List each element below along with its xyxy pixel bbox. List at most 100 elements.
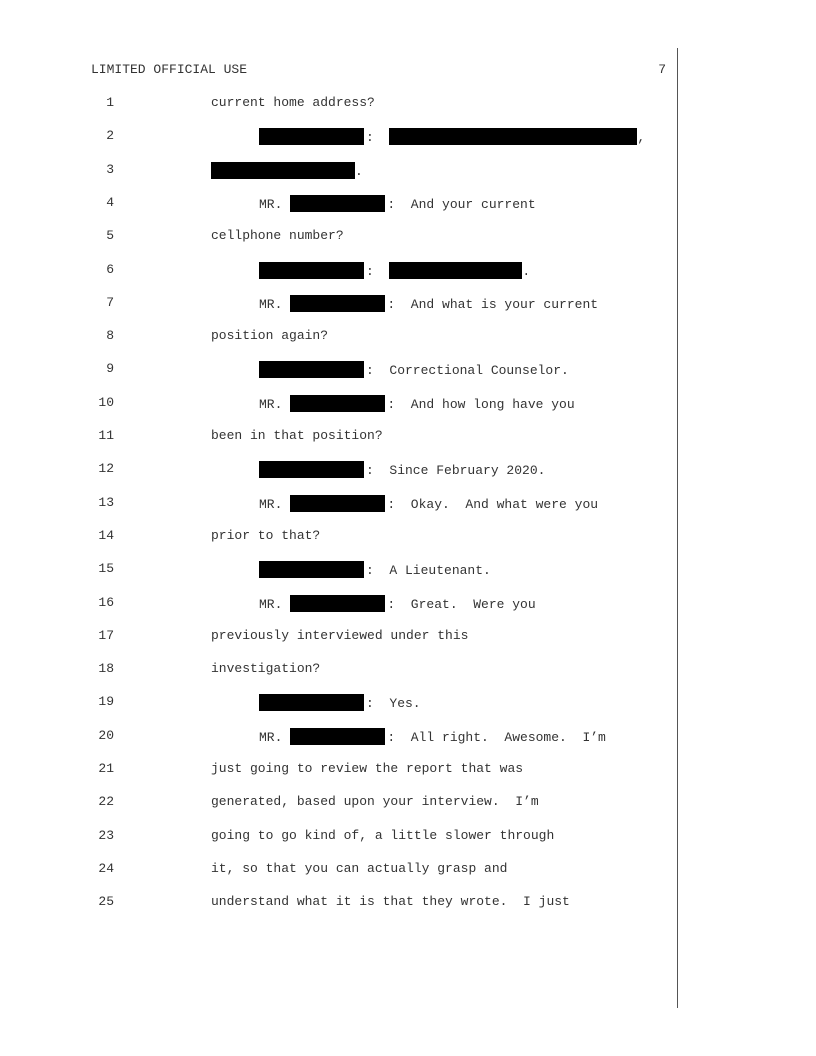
line-text: : A Lieutenant. <box>366 563 491 579</box>
line-text: MR. <box>259 729 283 745</box>
redaction-box <box>259 461 364 479</box>
line-number: 4 <box>106 194 114 210</box>
redaction-box <box>290 194 386 212</box>
redaction-box <box>259 561 364 579</box>
line-number: 22 <box>98 794 114 810</box>
transcript-line: : Since February 2020. <box>259 461 546 479</box>
line-text: prior to that? <box>211 527 321 543</box>
transcript-line: going to go kind of, a little slower thr… <box>211 828 554 843</box>
line-text: understand what it is that they wrote. I… <box>211 894 570 910</box>
line-text: : All right. Awesome. I’m <box>387 729 606 745</box>
line-text: current home address? <box>211 95 375 110</box>
line-text: MR. <box>259 596 283 612</box>
transcript-line: understand what it is that they wrote. I… <box>211 894 570 909</box>
line-text: : And how long have you <box>387 396 575 412</box>
redaction-box <box>211 161 355 179</box>
line-number: 21 <box>98 761 114 776</box>
line-text: : And your current <box>387 196 536 212</box>
transcript-line: just going to review the report that was <box>211 761 523 776</box>
line-text: previously interviewed under this <box>211 627 469 643</box>
transcript-line: MR. : And what is your current <box>259 294 599 312</box>
line-number: 12 <box>98 461 114 477</box>
transcript-line: MR. : Great. Were you <box>259 594 536 612</box>
line-text: MR. <box>259 296 283 312</box>
transcript-line: generated, based upon your interview. I’… <box>211 794 539 809</box>
transcript-line: previously interviewed under this <box>211 628 468 643</box>
line-text: MR. <box>259 396 283 412</box>
transcript-line: it, so that you can actually grasp and <box>211 861 507 876</box>
transcript-line: : Correctional Counselor. <box>259 361 569 379</box>
line-text: just going to review the report that was <box>211 761 524 776</box>
line-number: 17 <box>98 627 114 643</box>
line-number: 7 <box>106 294 114 310</box>
line-text: it, so that you can actually grasp and <box>211 860 508 876</box>
redaction-box <box>259 128 364 146</box>
line-text: cellphone number? <box>211 228 344 244</box>
transcript-line: MR. : All right. Awesome. I’m <box>259 727 606 745</box>
line-text: been in that position? <box>211 428 383 443</box>
redaction-box <box>259 694 364 712</box>
line-number: 9 <box>106 361 114 377</box>
line-number: 16 <box>98 594 114 610</box>
page-number: 7 <box>658 62 666 77</box>
transcript-line: prior to that? <box>211 528 320 543</box>
line-text: : Okay. And what were you <box>387 496 599 512</box>
transcript-line: : A Lieutenant. <box>259 561 491 579</box>
redaction-box <box>389 261 523 279</box>
line-text: : Great. Were you <box>387 596 536 612</box>
transcript-line: MR. : And how long have you <box>259 394 575 412</box>
line-number: 10 <box>98 394 114 410</box>
line-text: : Yes. <box>366 696 421 712</box>
transcript-line: current home address? <box>211 95 375 110</box>
line-number: 20 <box>98 727 114 743</box>
line-number: 15 <box>98 561 114 577</box>
redaction-box <box>389 128 638 146</box>
redaction-box <box>290 394 386 412</box>
line-text: : <box>366 263 390 279</box>
line-text: . <box>355 163 363 179</box>
document-header: LIMITED OFFICIAL USE <box>91 62 248 77</box>
line-number: 18 <box>98 661 114 677</box>
line-number: 25 <box>98 894 114 910</box>
transcript-line: MR. : Okay. And what were you <box>259 494 599 512</box>
transcript-line: : Yes. <box>259 694 421 712</box>
line-number: 8 <box>106 328 114 344</box>
line-number: 24 <box>98 860 114 876</box>
line-text: : And what is your current <box>387 296 599 312</box>
line-text: position again? <box>211 328 329 344</box>
line-number: 2 <box>106 128 114 144</box>
line-text: MR. <box>259 196 283 212</box>
line-text: investigation? <box>211 661 321 677</box>
redaction-box <box>290 594 386 612</box>
line-text: MR. <box>259 496 283 512</box>
line-number: 11 <box>98 428 114 443</box>
transcript-line: cellphone number? <box>211 228 344 243</box>
line-number: 1 <box>106 95 114 110</box>
redaction-box <box>290 727 386 745</box>
line-text: going to go kind of, a little slower thr… <box>211 827 555 843</box>
transcript-line: MR. : And your current <box>259 194 536 212</box>
line-text: . <box>522 263 531 279</box>
line-text: : Correctional Counselor. <box>366 363 569 379</box>
redaction-box <box>259 361 364 379</box>
redaction-box <box>290 294 386 312</box>
transcript-line: : , <box>259 128 646 146</box>
line-number: 6 <box>106 261 114 277</box>
transcript-line: investigation? <box>211 661 320 676</box>
line-number: 13 <box>98 494 114 510</box>
line-number: 14 <box>98 527 114 543</box>
margin-rule <box>677 48 678 1008</box>
transcript-line: been in that position? <box>211 428 383 443</box>
line-number: 5 <box>106 228 114 244</box>
line-text: generated, based upon your interview. I’… <box>211 794 539 810</box>
line-number: 3 <box>106 161 114 177</box>
redaction-box <box>290 494 386 512</box>
line-number: 23 <box>98 827 114 843</box>
line-text: , <box>637 130 646 146</box>
line-text: : <box>366 130 390 146</box>
line-number: 19 <box>98 694 114 710</box>
transcript-line: . <box>211 161 363 179</box>
line-text: : Since February 2020. <box>366 463 546 479</box>
redaction-box <box>259 261 364 279</box>
transcript-line: position again? <box>211 328 328 343</box>
